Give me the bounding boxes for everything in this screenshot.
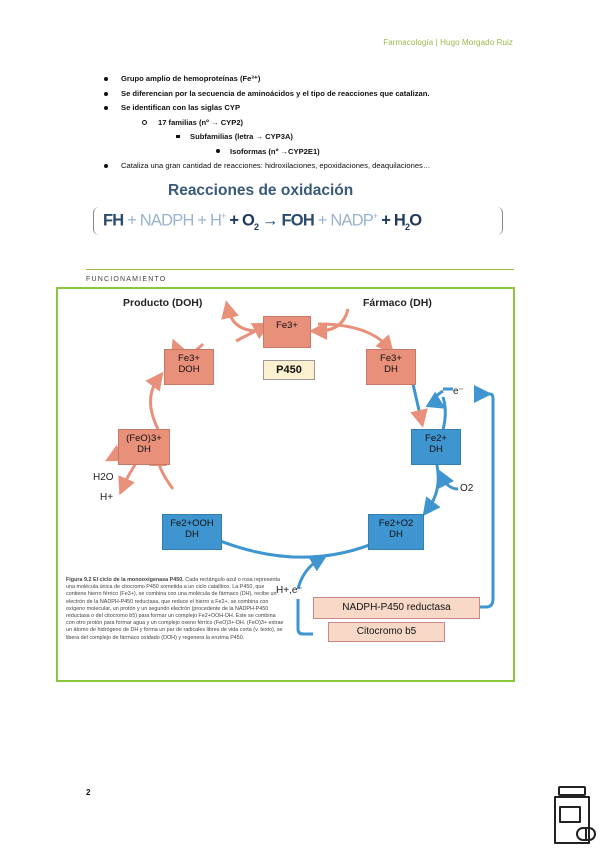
caption-title: Figura 9.2	[66, 577, 92, 583]
fe3-box: Fe3+	[263, 316, 311, 348]
reaction-term: → FOH	[258, 211, 315, 230]
citocromo-box: Citocromo b5	[328, 622, 445, 642]
bullet-dot	[104, 164, 108, 168]
h2o-label: H2O	[93, 472, 114, 483]
reaction-term: + NADPH + H	[123, 211, 222, 230]
bullet-dot	[104, 106, 108, 110]
reductasa-box: NADPH-P450 reductasa	[313, 597, 480, 619]
box-line: Fe2+O2	[378, 518, 414, 529]
section-divider	[86, 269, 514, 270]
bullet-dot	[216, 149, 220, 153]
bullet-item: Cataliza una gran cantidad de reacciones…	[121, 161, 431, 170]
bullet-item: Subfamilias (letra → CYP3A)	[190, 132, 293, 141]
header-title: Farmacología | Hugo Morgado Ruiz	[383, 38, 513, 47]
box-line: DH	[389, 529, 403, 540]
figure-frame: Producto (DOH) Fármaco (DH) Fe3+ P450 Fe…	[56, 287, 515, 682]
o2-label: O2	[460, 483, 474, 494]
box-line: DH	[384, 364, 398, 375]
p450-label: P450	[263, 360, 315, 380]
fe3-dh-box: Fe3+DH	[366, 349, 416, 385]
bullet-ring	[142, 120, 147, 125]
fe2-dh-box: Fe2+DH	[411, 429, 461, 465]
box-line: Fe3+	[276, 320, 298, 331]
fe3-doh-box: Fe3+DOH	[164, 349, 214, 385]
bullet-dot	[104, 77, 108, 81]
reaction-term: 2	[254, 221, 259, 232]
reaction-frame	[93, 207, 503, 235]
reaction-term: + O	[225, 211, 255, 230]
box-line: DH	[185, 529, 199, 540]
farmaco-label: Fármaco (DH)	[363, 297, 432, 309]
reaction-term: +	[372, 211, 378, 221]
box-line: DOH	[178, 364, 200, 375]
hplus-electron-label: H+,e⁻	[276, 585, 303, 596]
figure-caption: Figura 9.2 El ciclo de la monooxigenasa …	[66, 577, 284, 642]
box-line: Fe3+	[178, 353, 200, 364]
producto-label: Producto (DOH)	[123, 297, 203, 309]
reaction-term: 2	[404, 221, 410, 232]
reaction-term: +	[221, 211, 226, 221]
box-line: DH	[429, 444, 443, 455]
box-line: Fe2+OOH	[170, 518, 214, 529]
electron-label: e⁻	[453, 386, 464, 397]
reaction-term: O	[409, 211, 422, 230]
section-title: FUNCIONAMIENTO	[86, 276, 167, 283]
reaction-title: Reacciones de oxidación	[168, 182, 354, 199]
reaction-term: + NADP	[313, 211, 374, 230]
reaction-term: FH	[103, 211, 124, 230]
box-line: DH	[137, 444, 151, 455]
bullet-dot	[104, 91, 108, 96]
reaction-term: + H	[377, 211, 406, 230]
bullet-item: Isoformas (nº →CYP2E1)	[230, 146, 320, 156]
cycle-arrows	[105, 300, 495, 636]
feo-box: (FeO)3+DH	[118, 429, 170, 465]
box-line: Fe2+	[425, 433, 447, 444]
bullet-square	[176, 134, 180, 138]
box-line: Fe3+	[380, 353, 402, 364]
page-number: 2	[86, 788, 91, 797]
caption-bold: El ciclo de la monooxigenasa P450.	[92, 577, 184, 583]
bullet-item: Se identifican con las siglas CYP	[121, 103, 241, 112]
hplus-label: H+	[100, 492, 114, 503]
bullet-item: 17 familias (nº → CYP2)	[158, 117, 244, 127]
caption-text: Cada rectángulo azul o rosa representa u…	[66, 577, 284, 641]
bullet-item: Grupo amplio de hemoproteínas (Fe³⁺)	[121, 74, 261, 83]
box-line: (FeO)3+	[126, 433, 162, 444]
reaction-equation: FH + NADPH + H+ + O2 → FOH + NADP+ + H2O	[103, 211, 422, 232]
bullet-item: Se diferencian por la secuencia de amino…	[121, 88, 430, 98]
